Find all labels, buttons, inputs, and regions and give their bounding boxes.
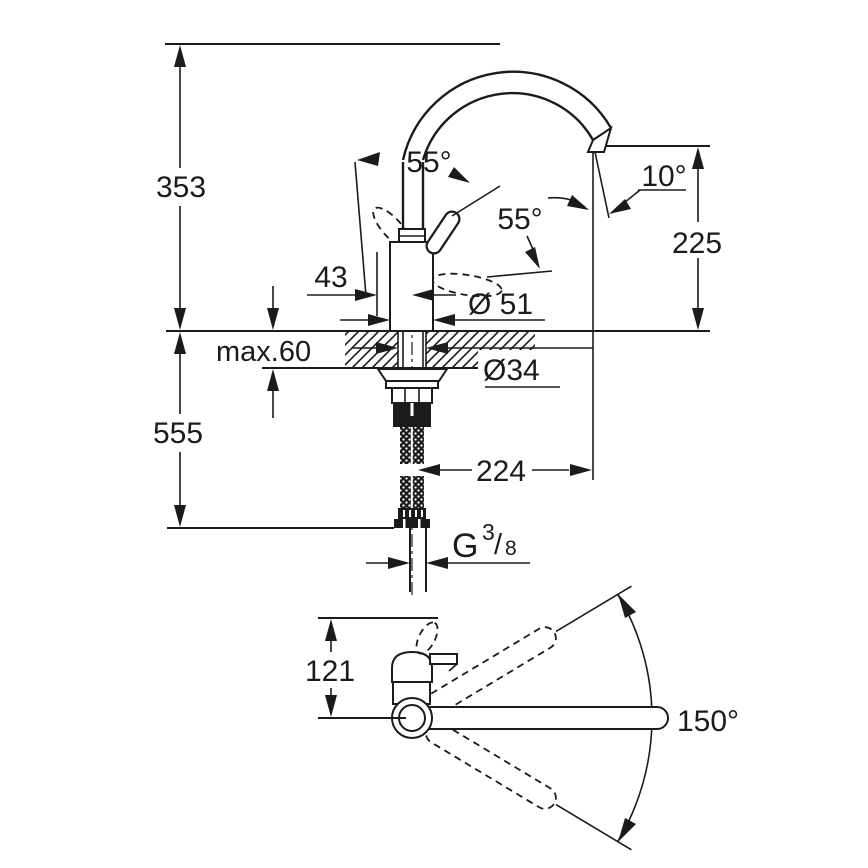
dim-121: 121 xyxy=(305,617,438,719)
mounting-washer xyxy=(376,368,449,382)
cartridge-dome-top-view xyxy=(391,650,433,683)
dim-43: 43 xyxy=(307,252,456,316)
top-view: 150° 121 xyxy=(305,585,739,851)
dim-224-label: 224 xyxy=(476,455,526,488)
dim-225: 225 xyxy=(672,147,722,330)
handle-bar-top-view xyxy=(429,653,458,665)
angle-55-front: 55° xyxy=(497,195,589,269)
dim-353: 353 xyxy=(156,45,206,330)
angle-55-side: 55° xyxy=(354,146,470,297)
angle-10-label: 10° xyxy=(641,160,686,193)
mounting-shank-and-hoses xyxy=(376,332,449,592)
handle-closed-axis-line xyxy=(486,270,553,278)
dim-555-label: 555 xyxy=(153,417,203,450)
dim-43-label: 43 xyxy=(314,261,347,294)
spout-swivel-lower-dashed xyxy=(424,721,632,851)
dim-224: 224 xyxy=(418,455,592,488)
dim-g38: G 3 / 8 xyxy=(366,519,530,569)
handle-raised-axis-line xyxy=(451,185,501,217)
side-view: 353 555 max.60 43 xyxy=(153,43,722,598)
spout-aerator xyxy=(586,125,613,153)
dim-dia34-label: Ø34 xyxy=(483,354,540,387)
handle-lever-raised xyxy=(425,210,461,255)
dim-max60: max.60 xyxy=(216,286,311,418)
angle-150-label: 150° xyxy=(677,705,739,738)
angle-55-front-label: 55° xyxy=(497,203,542,236)
dim-max60-label: max.60 xyxy=(216,336,311,368)
thread-denominator: 8 xyxy=(505,537,517,560)
dim-555: 555 xyxy=(153,332,203,527)
spout-top-view xyxy=(396,706,669,730)
dim-dia34: Ø34 xyxy=(352,342,593,388)
angle-55-side-label: 55° xyxy=(406,146,451,179)
angle-150: 150° xyxy=(617,593,739,843)
hose-end-caps xyxy=(394,519,430,528)
washer-ring xyxy=(385,380,439,389)
thread-g-label: G xyxy=(452,527,478,565)
handle-raised-dashed-top-view xyxy=(415,621,439,655)
hose-connector xyxy=(398,508,426,519)
dim-353-label: 353 xyxy=(156,171,206,204)
handle-bar-hook xyxy=(448,663,458,672)
dim-dia51-label: Ø 51 xyxy=(468,288,533,321)
spout-inner-arc xyxy=(421,91,595,161)
spout-outer-arc xyxy=(401,70,613,161)
outlet-10deg-line xyxy=(594,151,610,219)
thread-numerator: 3 xyxy=(482,519,495,545)
faucet-body xyxy=(389,241,434,332)
angle-10: 10° xyxy=(609,160,687,214)
mounting-nut xyxy=(391,387,433,404)
dim-225-label: 225 xyxy=(672,227,722,260)
dim-121-label: 121 xyxy=(305,655,355,688)
spout-swivel-upper-dashed xyxy=(424,585,632,715)
thread-slash: / xyxy=(494,529,503,561)
dim-dia51: Ø 51 xyxy=(340,288,545,326)
